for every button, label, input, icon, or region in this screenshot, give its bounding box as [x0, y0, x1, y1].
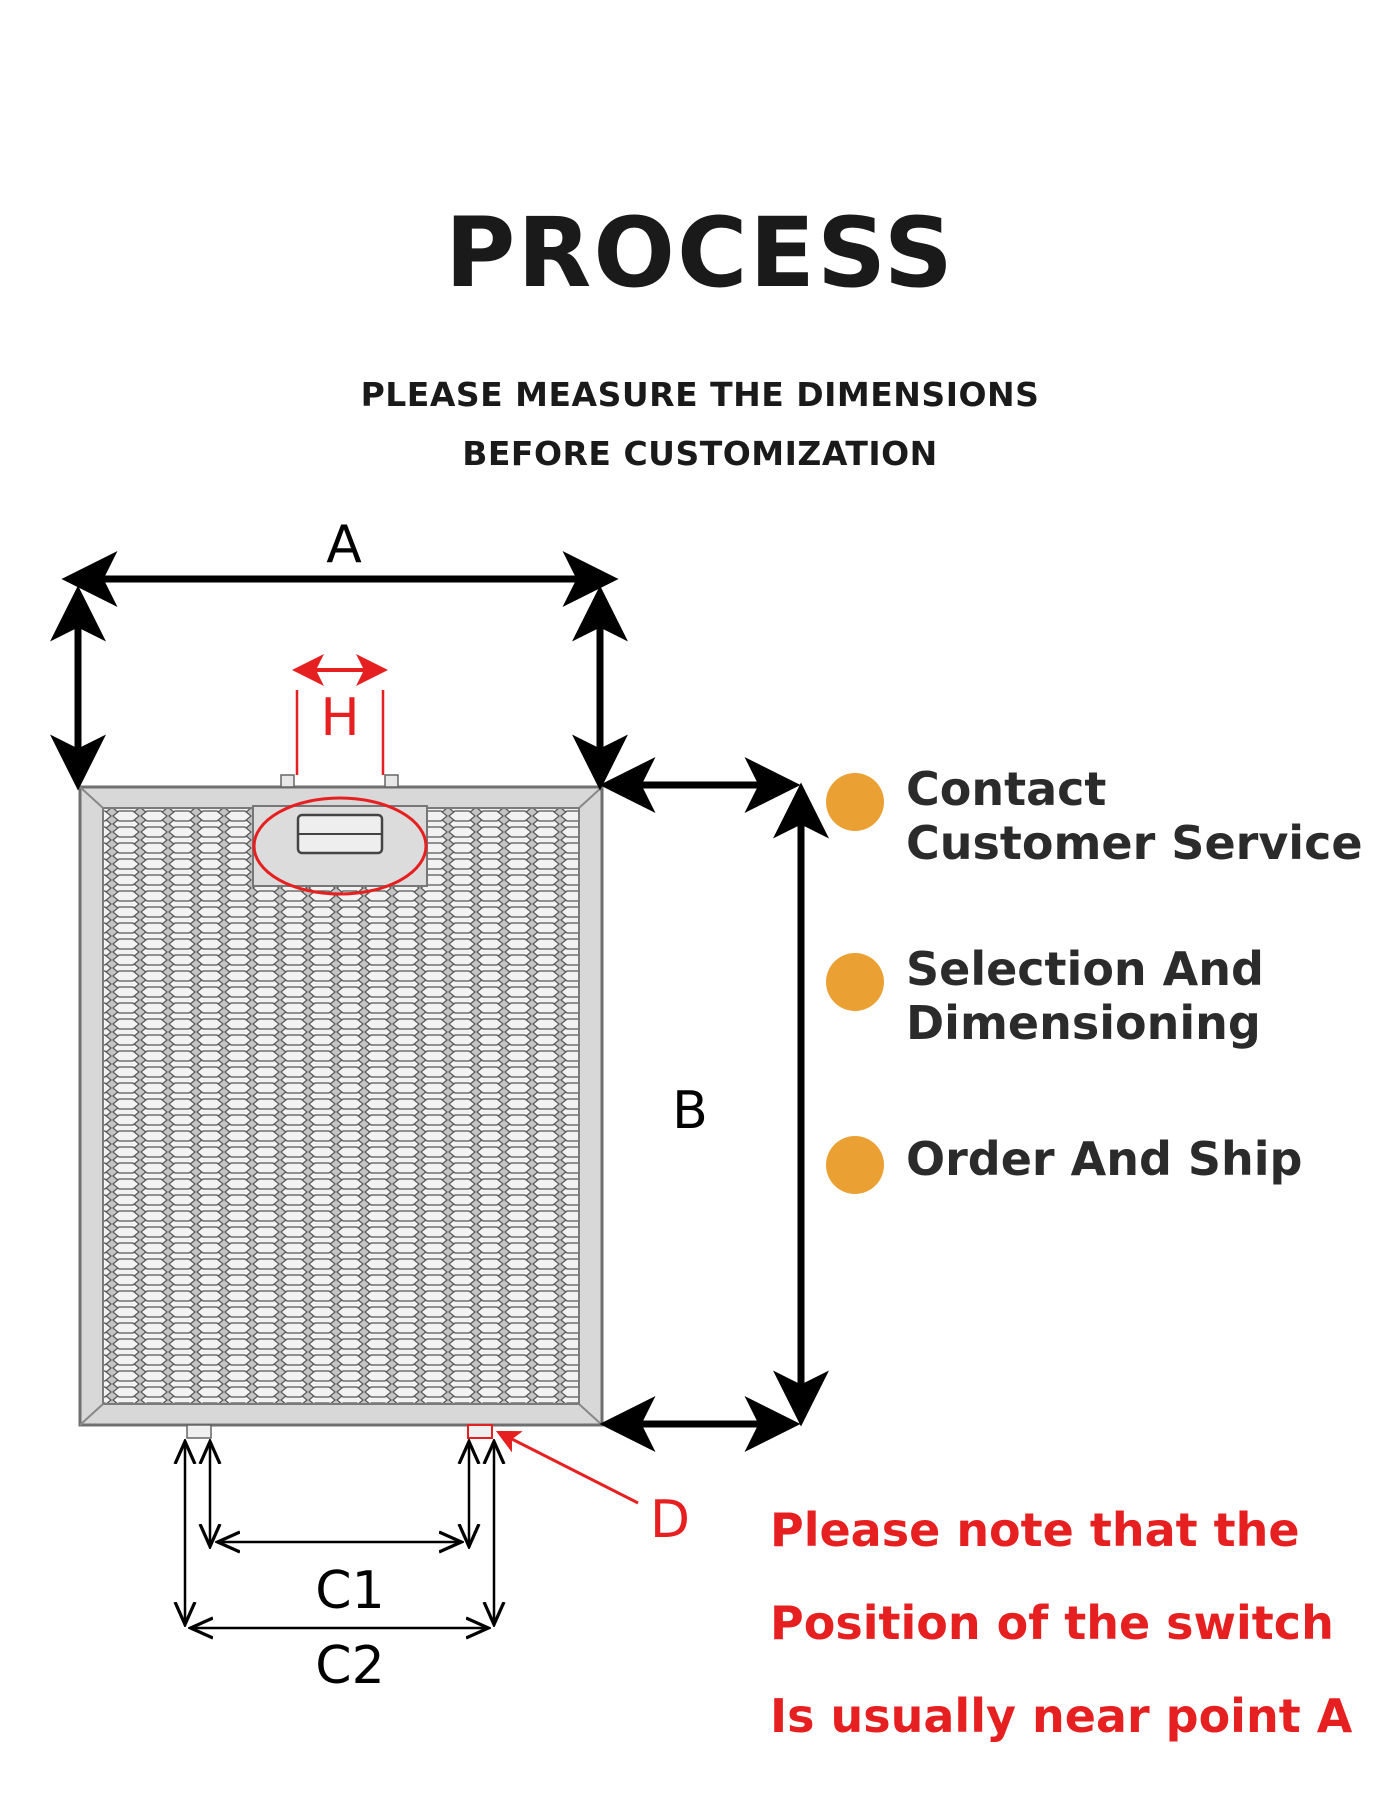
dimension-h-label: H — [320, 688, 359, 748]
dimension-c1-label: C1 — [315, 1561, 384, 1621]
dimension-d-label: D — [650, 1490, 690, 1550]
subtitle-line-2: BEFORE CUSTOMIZATION — [462, 434, 938, 473]
subtitle-line-1: PLEASE MEASURE THE DIMENSIONS — [360, 375, 1040, 414]
step-bullet-dot — [826, 953, 884, 1011]
dimension-a-label: A — [326, 515, 362, 575]
frame-bevel-tr — [578, 786, 603, 809]
step-label: Selection And Dimensioning — [906, 942, 1264, 1050]
filter-panel — [78, 774, 604, 1439]
dimension-c2-label: C2 — [315, 1636, 384, 1696]
switch-note-line-3: Is usually near point A — [770, 1689, 1353, 1743]
page-title: PROCESS — [445, 197, 955, 309]
bottom-tab-right — [467, 1424, 493, 1439]
bottom-tab-left — [186, 1424, 212, 1439]
top-tab-right — [384, 774, 399, 788]
frame-bevel-bl — [79, 1403, 104, 1426]
top-tab-left — [280, 774, 295, 788]
dimension-d-pointer — [495, 1430, 639, 1505]
switch-note-line-1: Please note that the — [770, 1503, 1300, 1557]
step-bullet-dot — [826, 1136, 884, 1194]
switch-highlight-ellipse — [252, 796, 428, 896]
dimension-b-label: B — [672, 1081, 708, 1141]
frame-bevel-br — [578, 1403, 603, 1426]
switch-note-line-2: Position of the switch — [770, 1596, 1334, 1650]
filter-frame-inner — [102, 807, 580, 1405]
step-bullet-dot — [826, 773, 884, 831]
frame-bevel-tl — [79, 786, 104, 809]
step-label: Order And Ship — [906, 1132, 1303, 1186]
step-label: Contact Customer Service — [906, 762, 1363, 870]
